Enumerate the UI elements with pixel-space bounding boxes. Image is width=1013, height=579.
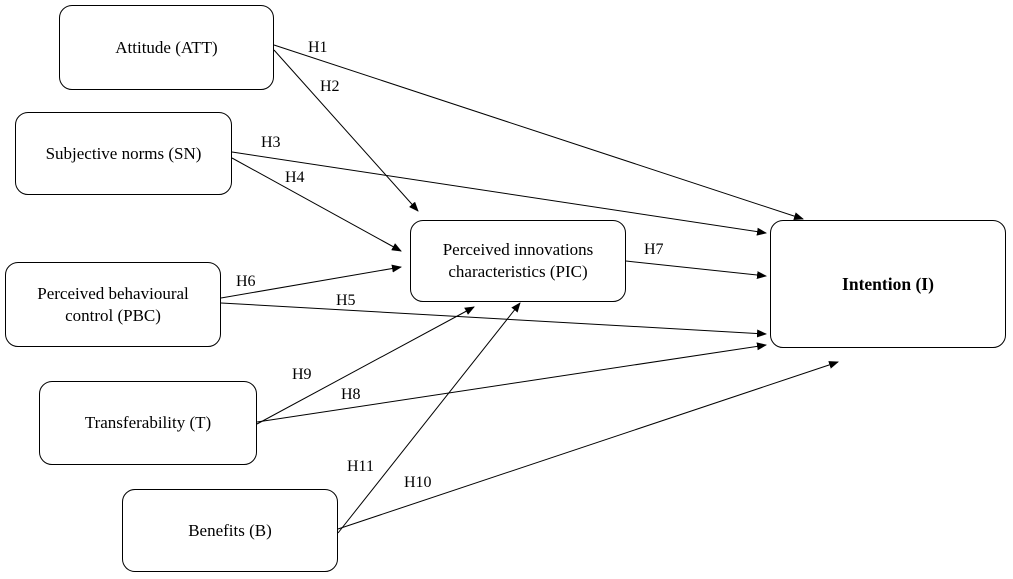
node-pbc-label: Perceived behavioural control (PBC) [37,283,189,325]
edge-h2-arrow [273,49,419,212]
edge-h1-arrow [273,44,804,220]
node-intention: Intention (I) [770,220,1006,348]
edge-label-h11: H11 [347,458,374,475]
edge-h4-arrow [231,157,402,252]
edge-label-h10: H10 [404,474,432,491]
edge-label-h2: H2 [320,78,340,95]
node-attitude: Attitude (ATT) [59,5,274,90]
edge-h3-arrow [231,151,767,236]
edge-label-h1: H1 [308,39,328,56]
edge-label-h3: H3 [261,134,281,151]
edge-h6-arrow [220,264,402,299]
node-perceived-innovations-characteristics: Perceived innovations characteristics (P… [410,220,626,302]
edge-h10-arrow [337,361,839,530]
edge-label-h6: H6 [236,273,256,290]
edge-h7-arrow [625,260,767,280]
edge-label-h8: H8 [341,386,361,403]
node-pic-label: Perceived innovations characteristics (P… [442,240,594,281]
edge-label-h5: H5 [336,292,356,309]
edge-h5-arrow [220,302,767,338]
node-intention-label: Intention (I) [842,274,934,294]
edge-label-h9: H9 [292,366,312,383]
edge-label-h7: H7 [644,241,664,258]
node-transferability-label: Transferability (T) [84,413,212,432]
edge-h8-arrow [256,342,767,423]
edge-h9-arrow [256,306,475,425]
node-benefits: Benefits (B) [122,489,338,572]
node-attitude-label: Attitude (ATT) [115,37,218,57]
node-perceived-behavioural-control: Perceived behavioural control (PBC) [5,262,221,347]
edge-label-h4: H4 [285,169,305,186]
node-subjective-norms: Subjective norms (SN) [15,112,232,195]
node-benefits-label: Benefits (B) [188,520,272,540]
node-transferability: Transferability (T) [39,381,257,465]
edge-h11-arrow [337,302,521,534]
node-subjective-norms-label: Subjective norms (SN) [45,143,202,163]
